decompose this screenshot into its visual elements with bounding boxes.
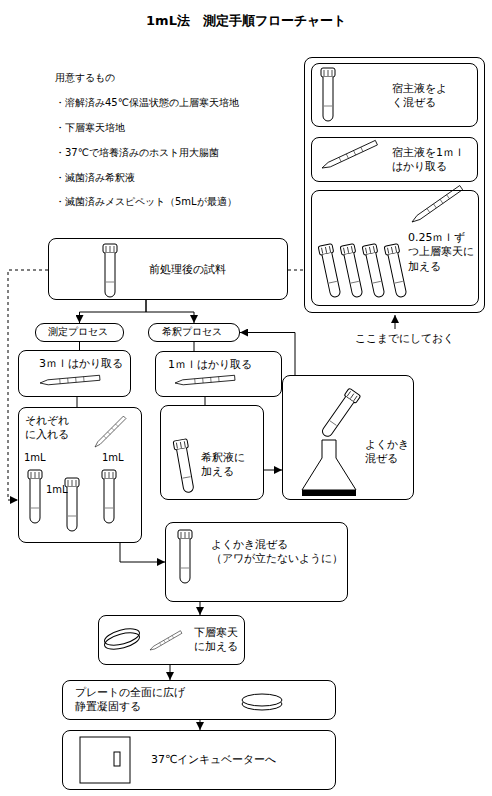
note-text: ・溶解済み45℃保温状態の上層寒天培地 xyxy=(55,97,239,109)
flow-arrow xyxy=(120,543,165,562)
stirrer-flask xyxy=(302,440,356,496)
step-text: 下層寒天に加える xyxy=(194,626,240,655)
step-text: 3ｍｌはかり取る xyxy=(39,357,123,371)
tube-row xyxy=(318,244,409,299)
process-box: よくかき混ぜる（アワが立たないように） xyxy=(165,522,348,602)
text-group: 1ｍｌはかり取る xyxy=(168,358,252,372)
dashed-connector xyxy=(288,270,304,271)
process-box: 0.25ｍｌずつ上層寒天に加える xyxy=(311,190,479,306)
flow-arrow xyxy=(205,397,206,405)
volume-label: 1mL xyxy=(102,452,124,464)
dashed-connector xyxy=(8,270,48,500)
pipette-icon xyxy=(411,186,463,225)
flow-arrow xyxy=(146,300,194,323)
petri-dish xyxy=(103,626,141,653)
tube-icon xyxy=(173,439,196,494)
step-text: ここまでにしておく xyxy=(355,332,454,346)
group-box: ここまでにしておく宿主液をよく混ぜる宿主液を1ｍｌはかり取る0.25ｍｌずつ上層… xyxy=(304,57,485,313)
tube-icon xyxy=(178,530,192,583)
process-box: 前処理後の試料 xyxy=(48,238,288,300)
volume-label: 1mL xyxy=(46,484,68,496)
step-text: 1ｍｌはかり取る xyxy=(168,358,252,372)
flow-arrow xyxy=(194,342,195,351)
step-text: 希釈プロセス xyxy=(149,325,235,338)
note-text: ・37℃で培養済みのホスト用大腸菌 xyxy=(55,147,219,159)
process-box: 宿主液を1ｍｌはかり取る xyxy=(311,137,478,182)
tube-icon xyxy=(319,388,361,439)
text-group: 下層寒天に加える xyxy=(194,626,240,655)
flow-arrow xyxy=(200,602,201,615)
note-text: ・下層寒天培地 xyxy=(55,122,125,134)
step-text: 宿主液をよく混ぜる xyxy=(392,82,452,111)
incubator-icon xyxy=(80,737,130,783)
text-group: よくかき混ぜる（アワが立たないように） xyxy=(211,538,343,567)
text-group: 宿主液を1ｍｌはかり取る xyxy=(392,146,472,175)
text-group: ここまでにしておく xyxy=(355,332,454,346)
step-text: 測定プロセス xyxy=(36,325,119,338)
flow-arrow xyxy=(77,397,78,407)
flow-arrow xyxy=(80,300,147,323)
process-label: 測定プロセス xyxy=(35,323,124,342)
tube-row xyxy=(28,470,116,531)
flow-arrow xyxy=(170,665,171,680)
text-group: 3ｍｌはかり取る xyxy=(39,357,123,371)
process-box: 3ｍｌはかり取る xyxy=(18,350,131,397)
text-group: 希釈プロセス xyxy=(149,325,235,338)
tube-icon xyxy=(321,68,335,121)
pipette-icon xyxy=(321,140,377,170)
note-text: 用意するもの xyxy=(55,72,115,84)
pipette-icon xyxy=(149,631,182,652)
process-box: 1ｍｌはかり取る xyxy=(155,351,282,397)
process-box: 宿主液をよく混ぜる xyxy=(311,63,478,127)
step-note: （アワが立たないように） xyxy=(211,552,343,566)
process-label: 希釈プロセス xyxy=(148,323,240,342)
flow-arrow xyxy=(79,342,80,350)
note-text: ・滅菌済み希釈液 xyxy=(55,172,135,184)
tube-icon xyxy=(103,244,117,297)
process-box: よくかき混ぜる xyxy=(282,375,414,500)
text-group: 0.25ｍｌずつ上層寒天に加える xyxy=(408,231,474,274)
step-text: よくかき混ぜる xyxy=(365,438,409,467)
process-box: 希釈液に加える xyxy=(160,405,264,500)
note-text: ・滅菌済みメスピペット（5mLが最適） xyxy=(55,196,237,208)
text-group: それぞれに入れる xyxy=(25,414,73,443)
text-group: よくかき混ぜる xyxy=(365,438,409,467)
flow-arrow xyxy=(264,470,282,471)
text-group: 宿主液をよく混ぜる xyxy=(392,82,452,111)
text-group: 測定プロセス xyxy=(36,325,119,338)
process-box: 下層寒天に加える xyxy=(98,615,245,665)
petri-dish xyxy=(242,694,282,710)
step-text: よくかき混ぜる xyxy=(211,538,343,552)
title: 1mL法 測定手順フローチャート xyxy=(0,12,492,30)
step-text: 前処理後の試料 xyxy=(149,263,226,277)
text-group: 37℃インキュベーターへ xyxy=(151,753,276,767)
pipette-icon xyxy=(94,416,126,448)
step-text: 宿主液を1ｍｌはかり取る xyxy=(392,146,472,175)
process-box: それぞれに入れる xyxy=(18,407,142,543)
process-box: 37℃インキュベーターへ xyxy=(62,730,336,790)
step-text: 37℃インキュベーターへ xyxy=(151,753,276,767)
step-text: 0.25ｍｌずつ上層寒天に加える xyxy=(408,231,474,274)
volume-label: 1mL xyxy=(24,452,46,464)
step-text: プレートの全面に広げ静置凝固する xyxy=(75,686,195,715)
pointer-arrow xyxy=(395,315,396,329)
text-group: 前処理後の試料 xyxy=(149,263,226,277)
step-text: 希釈液に加える xyxy=(201,451,247,480)
text-group: 希釈液に加える xyxy=(201,451,247,480)
process-box: プレートの全面に広げ静置凝固する xyxy=(62,680,336,720)
pipette-icon xyxy=(40,375,100,385)
pipette-icon xyxy=(175,375,235,385)
text-group: プレートの全面に広げ静置凝固する xyxy=(75,686,195,715)
step-text: それぞれに入れる xyxy=(25,414,73,443)
flow-arrow xyxy=(200,720,201,730)
